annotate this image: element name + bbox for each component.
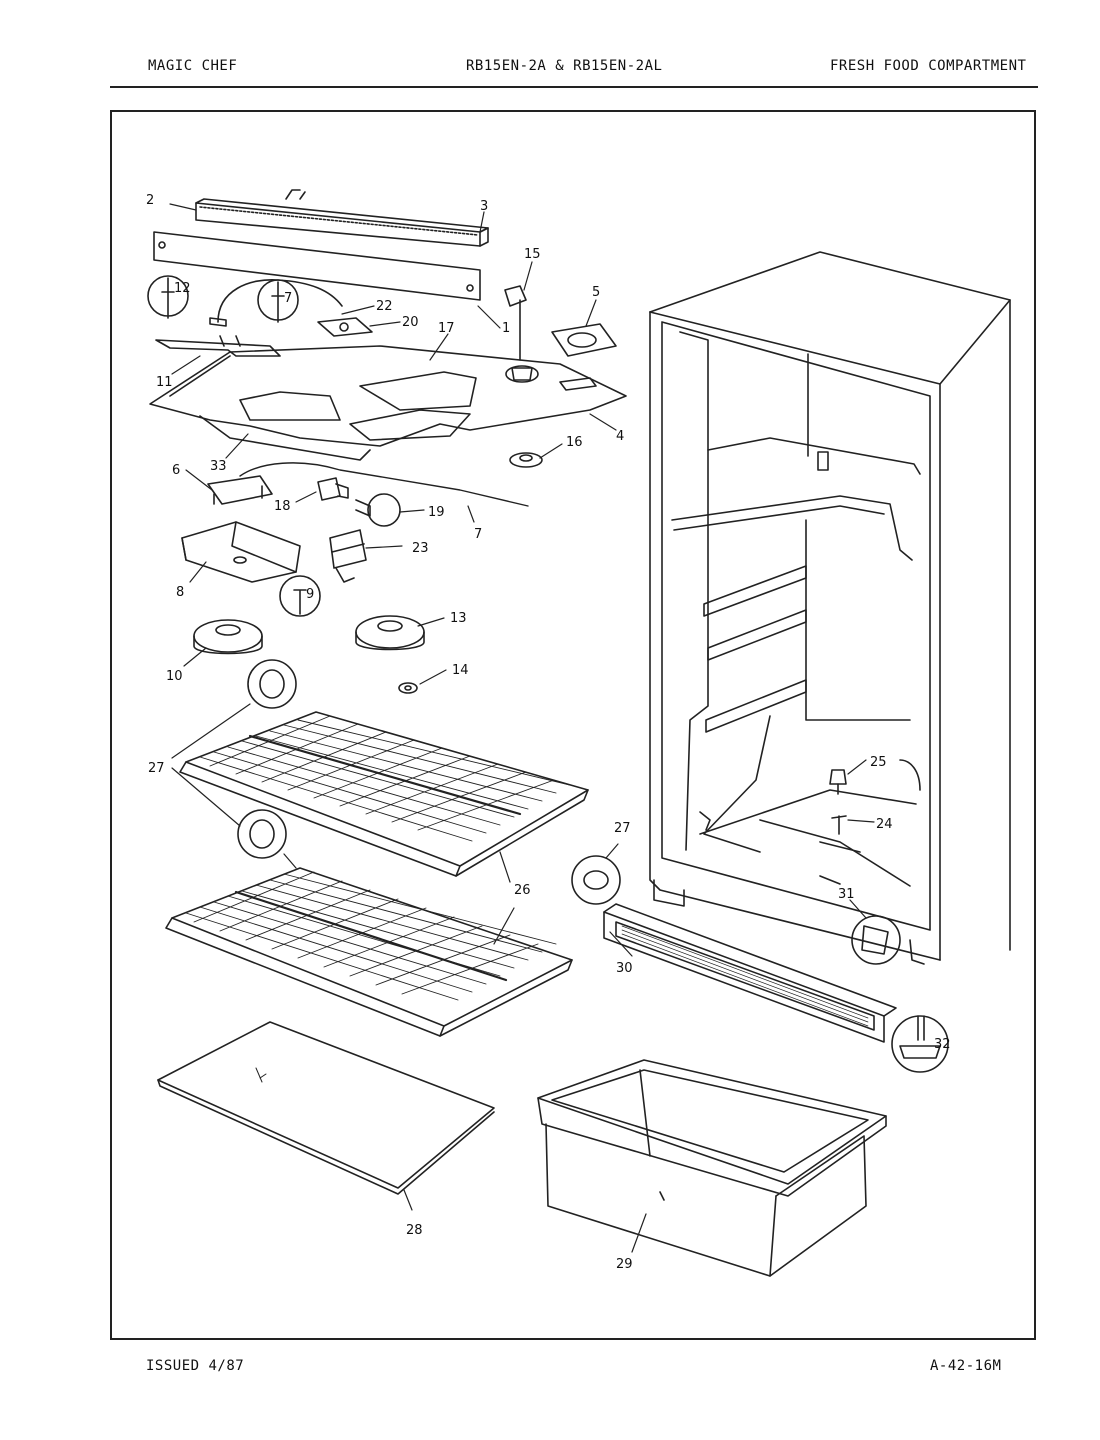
callout-10: 10: [166, 669, 183, 684]
callout-32: 32: [934, 1037, 951, 1052]
part-11-bracket: [155, 335, 281, 357]
issued-date: ISSUED 4/87: [146, 1358, 245, 1374]
callout-12: 12: [174, 281, 191, 296]
callout-15: 15: [524, 247, 541, 262]
callout-19: 19: [428, 505, 445, 520]
callout-20: 20: [402, 315, 419, 330]
callout-labels: 2 3 15 5 1 12 7 22 20 17 11 4 16 33 6 18…: [146, 193, 951, 1272]
part-25-bumper: [829, 769, 847, 795]
part-26-wire-shelf-lower: [165, 867, 573, 1037]
part-32-leveling-leg: [891, 1015, 949, 1073]
part-15-knob: [504, 285, 539, 383]
diagram-frame: [110, 110, 1036, 1340]
part-27-support-detail-top: [247, 659, 297, 709]
part-19-light-bulb: [355, 493, 401, 527]
callout-3: 3: [480, 199, 488, 214]
header-rule: [110, 86, 1038, 88]
callout-27-left: 27: [148, 761, 165, 776]
callout-13: 13: [450, 611, 467, 626]
callout-28: 28: [406, 1223, 423, 1238]
part-29-crisper-drawer: [537, 1059, 887, 1277]
part-12-screw-detail: [147, 275, 189, 319]
part-30-toe-grille: [603, 903, 897, 1043]
leader-lines: [169, 203, 875, 1253]
part-10-knob: [193, 619, 263, 655]
part-27-support-detail-right: [571, 855, 621, 905]
part-16-grommet: [509, 452, 543, 468]
callout-5: 5: [592, 285, 600, 300]
part-2-light-bar: [195, 189, 489, 247]
callout-6: 6: [172, 463, 180, 478]
part-18-lamp-socket: [317, 477, 349, 501]
callout-30: 30: [616, 961, 633, 976]
callout-22: 22: [376, 299, 393, 314]
part-22-wire-harness: [209, 279, 343, 327]
callout-29: 29: [616, 1257, 633, 1272]
part-26-wire-shelf-upper: [179, 711, 589, 877]
callout-18: 18: [274, 499, 291, 514]
callout-31: 31: [838, 887, 855, 902]
part-8-switch-box: [181, 521, 301, 583]
callout-4: 4: [616, 429, 624, 444]
part-27-support-detail-mid: [237, 809, 287, 859]
callout-17: 17: [438, 321, 455, 336]
refrigerator-cabinet: [649, 251, 1011, 965]
part-4-control-housing: [149, 345, 627, 461]
callout-7: 7: [284, 291, 292, 306]
section-label: FRESH FOOD COMPARTMENT: [830, 58, 1027, 74]
part-5-diffuser: [551, 323, 617, 357]
brand-label: MAGIC CHEF: [148, 58, 238, 74]
callout-24: 24: [876, 817, 893, 832]
callout-25: 25: [870, 755, 887, 770]
callout-26: 26: [514, 883, 531, 898]
part-9-screw-detail: [279, 575, 321, 617]
callout-9: 9: [306, 587, 314, 602]
part-28-glass-shelf: [157, 1021, 495, 1195]
page-code: A-42-16M: [930, 1358, 1002, 1374]
callout-16: 16: [566, 435, 583, 450]
part-13-knob: [355, 615, 425, 651]
part-14-washer: [398, 682, 418, 694]
callout-27-right: 27: [614, 821, 631, 836]
part-31-clip-detail: [851, 915, 901, 965]
part-6-thermostat: [207, 462, 529, 507]
part-23-door-switch: [329, 529, 367, 583]
callout-8: 8: [176, 585, 184, 600]
part-24-screw: [831, 815, 847, 835]
callout-33: 33: [210, 459, 227, 474]
callout-1: 1: [502, 321, 510, 336]
callout-2: 2: [146, 193, 154, 208]
callout-11: 11: [156, 375, 173, 390]
callout-14: 14: [452, 663, 469, 678]
model-label: RB15EN-2A & RB15EN-2AL: [466, 58, 663, 74]
part-1-trim-strip: [153, 231, 481, 301]
callout-23: 23: [412, 541, 429, 556]
part-20-bracket: [317, 317, 373, 337]
callout-7-capillary: 7: [474, 527, 482, 542]
